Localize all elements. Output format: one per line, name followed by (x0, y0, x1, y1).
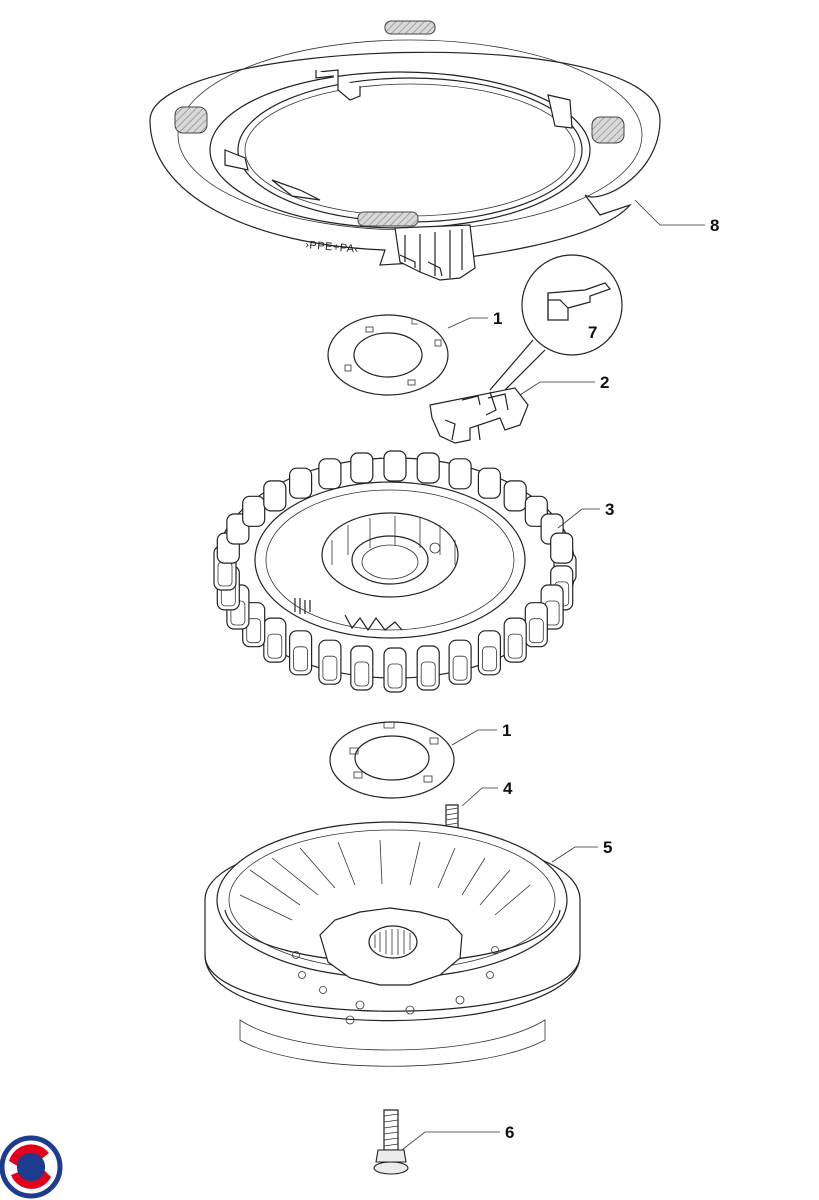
stator-tooth (350, 452, 374, 484)
stator-tooth (263, 480, 287, 512)
part-5-rotor (204, 821, 581, 1067)
leader-line-6 (401, 1131, 500, 1151)
stator-tooth-face (452, 655, 468, 681)
part-6-bolt (373, 1109, 409, 1175)
stator-tooth (318, 458, 342, 490)
stator-tooth (242, 495, 266, 527)
stator-tooth-face (507, 633, 523, 659)
stator-tooth (503, 480, 527, 512)
stator-tooth (448, 639, 472, 685)
stator-tooth (524, 602, 548, 648)
leader-line-1-lower (451, 729, 497, 746)
callout-label-5: 5 (603, 838, 612, 857)
leader-line-1-upper (447, 317, 488, 329)
part-1-lower-washer (329, 721, 455, 799)
stator-tooth (383, 450, 407, 482)
stator-tooth-face (354, 661, 370, 687)
stator-tooth-face (387, 663, 403, 689)
leader-line-4 (461, 787, 498, 807)
leader-line-8 (634, 199, 705, 226)
stator-tooth (503, 617, 527, 663)
callout-label-6: 6 (505, 1123, 514, 1142)
stator-tooth-face (481, 646, 497, 672)
stator-tooth-face (246, 618, 262, 644)
leader-line-2 (519, 381, 595, 396)
part-1-upper-washer (327, 314, 449, 396)
callouts: 8 1 7 2 3 1 4 5 6 (401, 199, 719, 1151)
stator-tooth (448, 458, 472, 490)
stator-tooth-face (267, 633, 283, 659)
part-7-detail-bubble (489, 254, 623, 396)
part-8-top-ring: ›PPE+PA‹ (149, 20, 661, 281)
stator-tooth (416, 645, 440, 691)
stator-tooth (550, 532, 574, 564)
callout-label-4: 4 (503, 779, 513, 798)
stator-tooth (289, 630, 313, 676)
callout-label-8: 8 (710, 216, 719, 235)
callout-label-7: 7 (588, 323, 597, 342)
brand-logo-icon (0, 1135, 63, 1199)
callout-label-3: 3 (605, 500, 614, 519)
callout-label-2: 2 (600, 373, 609, 392)
leader-line-3 (557, 508, 600, 529)
stator-tooth-face (293, 646, 309, 672)
stator-tooth-face (528, 618, 544, 644)
stator-tooth (350, 645, 374, 691)
callout-label-1-upper: 1 (493, 309, 502, 328)
stator-tooth (289, 467, 313, 499)
stator-tooth (416, 452, 440, 484)
part-2-clip (429, 387, 529, 444)
part-3-stator (213, 450, 577, 693)
stator-tooth-face (322, 655, 338, 681)
leader-line-5 (551, 846, 598, 863)
stator-tooth (318, 639, 342, 685)
stator-tooth (383, 647, 407, 693)
callout-label-1-lower: 1 (502, 721, 511, 740)
stator-tooth (477, 630, 501, 676)
stator-tooth-face (420, 661, 436, 687)
stator-tooth (477, 467, 501, 499)
material-stamp: ›PPE+PA‹ (305, 239, 359, 256)
stator-tooth (263, 617, 287, 663)
